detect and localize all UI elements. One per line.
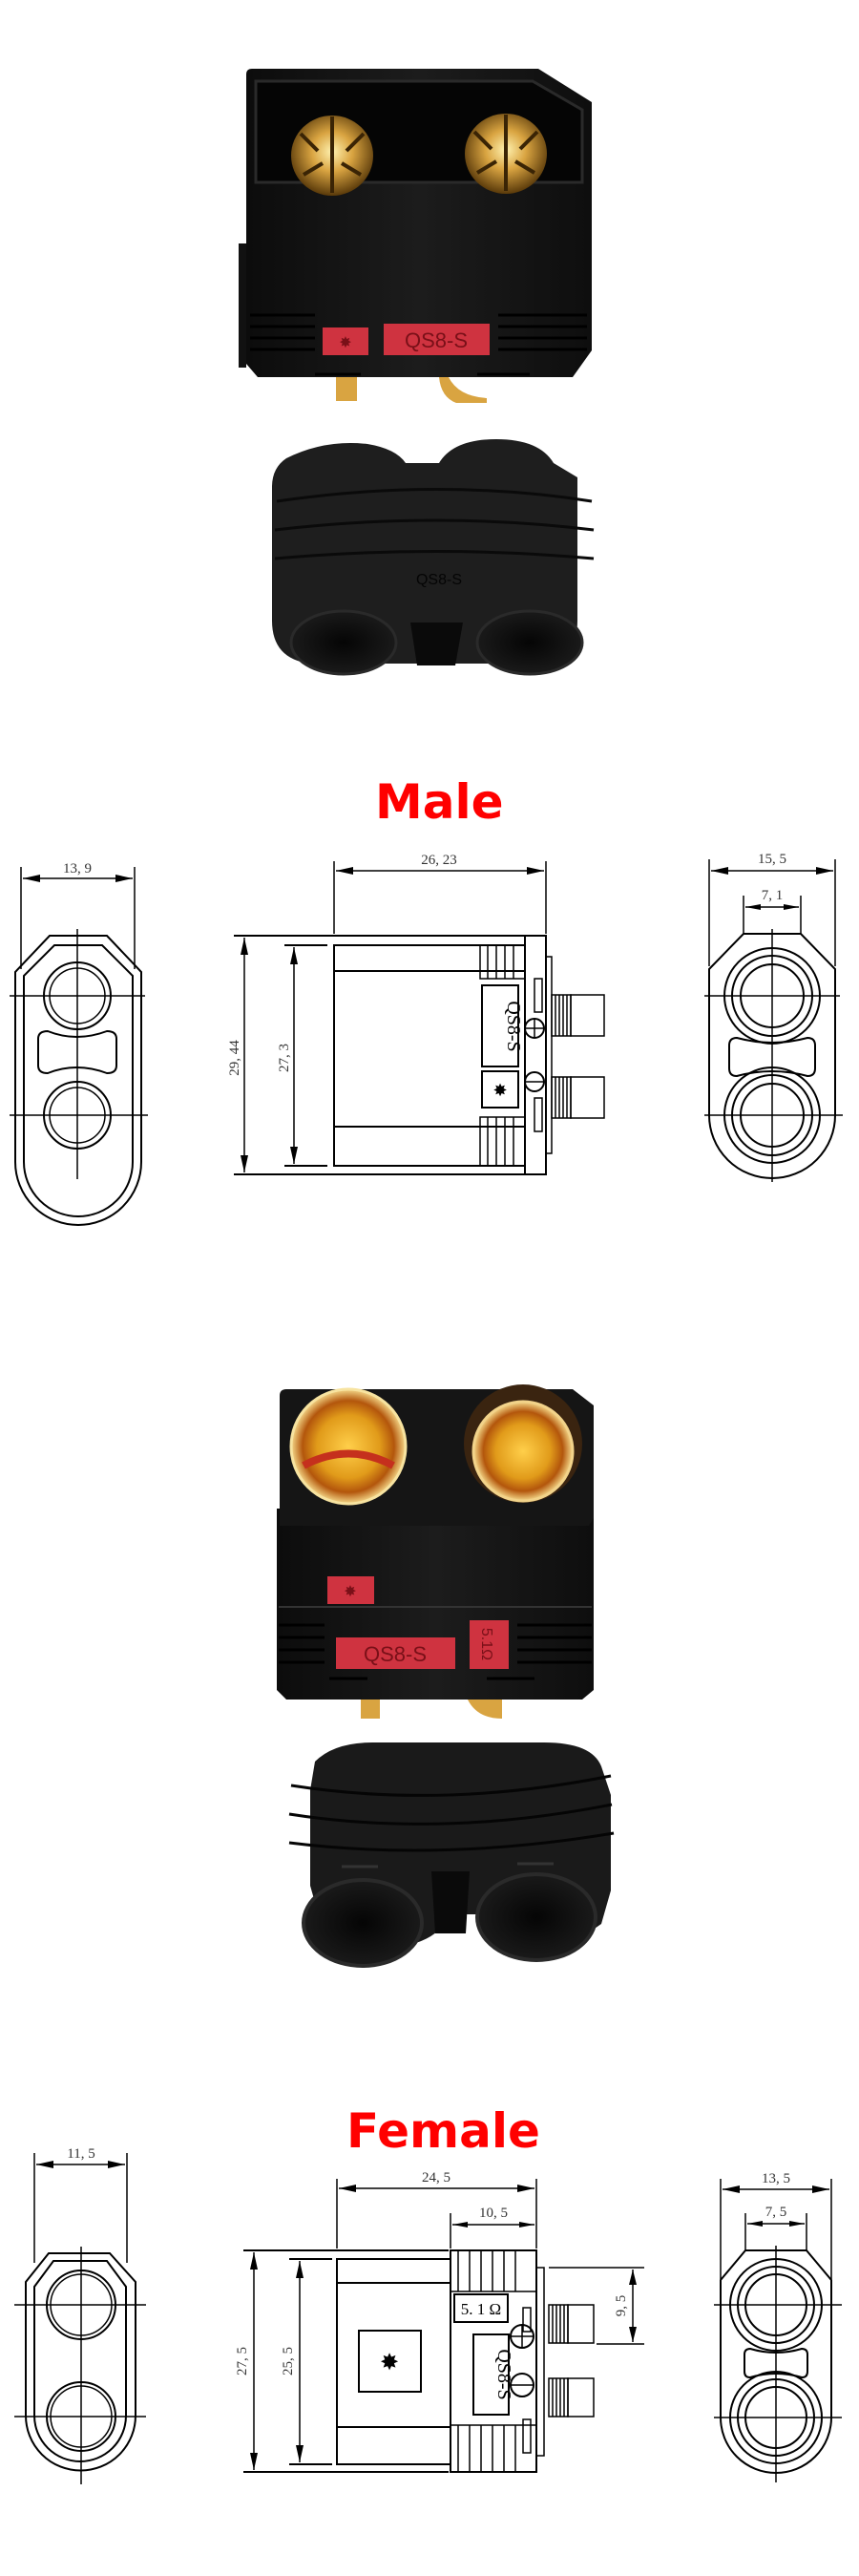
male-front-width-label: 13, 9 [63, 861, 92, 876]
female-connector-photo: ✸ QS8-S 5.1Ω [277, 1384, 594, 1719]
female-inner-height-label: 25, 5 [281, 2347, 296, 2375]
male-side-view-drawing: 26, 23 29, 44 27, 3 QS8-S ✸ [227, 853, 605, 1175]
female-cap-photo [288, 1742, 615, 1968]
male-cap-photo: QS8-S [272, 439, 595, 676]
female-rear-width-label: 13, 5 [762, 2171, 790, 2186]
male-inner-height-label: 27, 3 [277, 1044, 292, 1072]
female-rear-view-drawing: 13, 5 7, 5 [714, 2171, 842, 2482]
male-model-label [384, 324, 490, 355]
svg-text:✸: ✸ [492, 1081, 507, 1101]
female-rear-inner-width-label: 7, 5 [765, 2205, 787, 2220]
female-rib-length-label: 10, 5 [479, 2206, 508, 2221]
female-socket-2 [464, 1384, 582, 1503]
female-pin-spacing-label: 9, 5 [614, 2295, 629, 2317]
svg-text:✸: ✸ [380, 2349, 399, 2375]
male-rear-view-drawing: 15, 5 7, 1 [704, 852, 843, 1182]
male-front-view-drawing: 13, 9 [10, 861, 148, 1226]
female-front-view-drawing: 11, 5 [14, 2146, 146, 2484]
svg-text:✸: ✸ [339, 333, 351, 351]
female-front-width-label: 11, 5 [67, 2146, 94, 2162]
male-drawing-model-label: QS8-S [503, 1001, 524, 1051]
male-rear-inner-width-label: 7, 1 [762, 888, 784, 903]
female-socket-1 [289, 1387, 408, 1506]
female-model-text: QS8-S [364, 1642, 427, 1666]
female-model-label [336, 1637, 455, 1669]
male-pin-2 [465, 114, 547, 194]
female-resistor-label [470, 1620, 509, 1669]
male-outer-height-label: 29, 44 [227, 1040, 242, 1076]
male-length-label: 26, 23 [421, 853, 457, 868]
male-connector-photo: ✸ QS8-S [239, 69, 592, 403]
male-pin-1 [291, 116, 373, 196]
female-title: Female [346, 2103, 540, 2159]
svg-text:✸: ✸ [344, 1582, 356, 1600]
male-logo-label [323, 327, 368, 355]
female-drawing-resistor-label: 5. 1 Ω [461, 2300, 501, 2318]
male-model-text: QS8-S [405, 328, 468, 352]
female-outer-height-label: 27, 5 [235, 2347, 250, 2375]
male-cap-engraving: QS8-S [416, 572, 462, 588]
female-resistor-text: 5.1Ω [478, 1628, 494, 1660]
male-title: Male [375, 774, 504, 830]
male-rear-width-label: 15, 5 [758, 852, 786, 867]
female-length-label: 24, 5 [422, 2170, 450, 2185]
female-side-view-drawing: 24, 5 10, 5 27, 5 25, 5 ✸ 5. 1 Ω QS8-S [235, 2170, 644, 2473]
female-logo-label [327, 1576, 374, 1604]
female-drawing-model-label: QS8-S [493, 2349, 514, 2399]
